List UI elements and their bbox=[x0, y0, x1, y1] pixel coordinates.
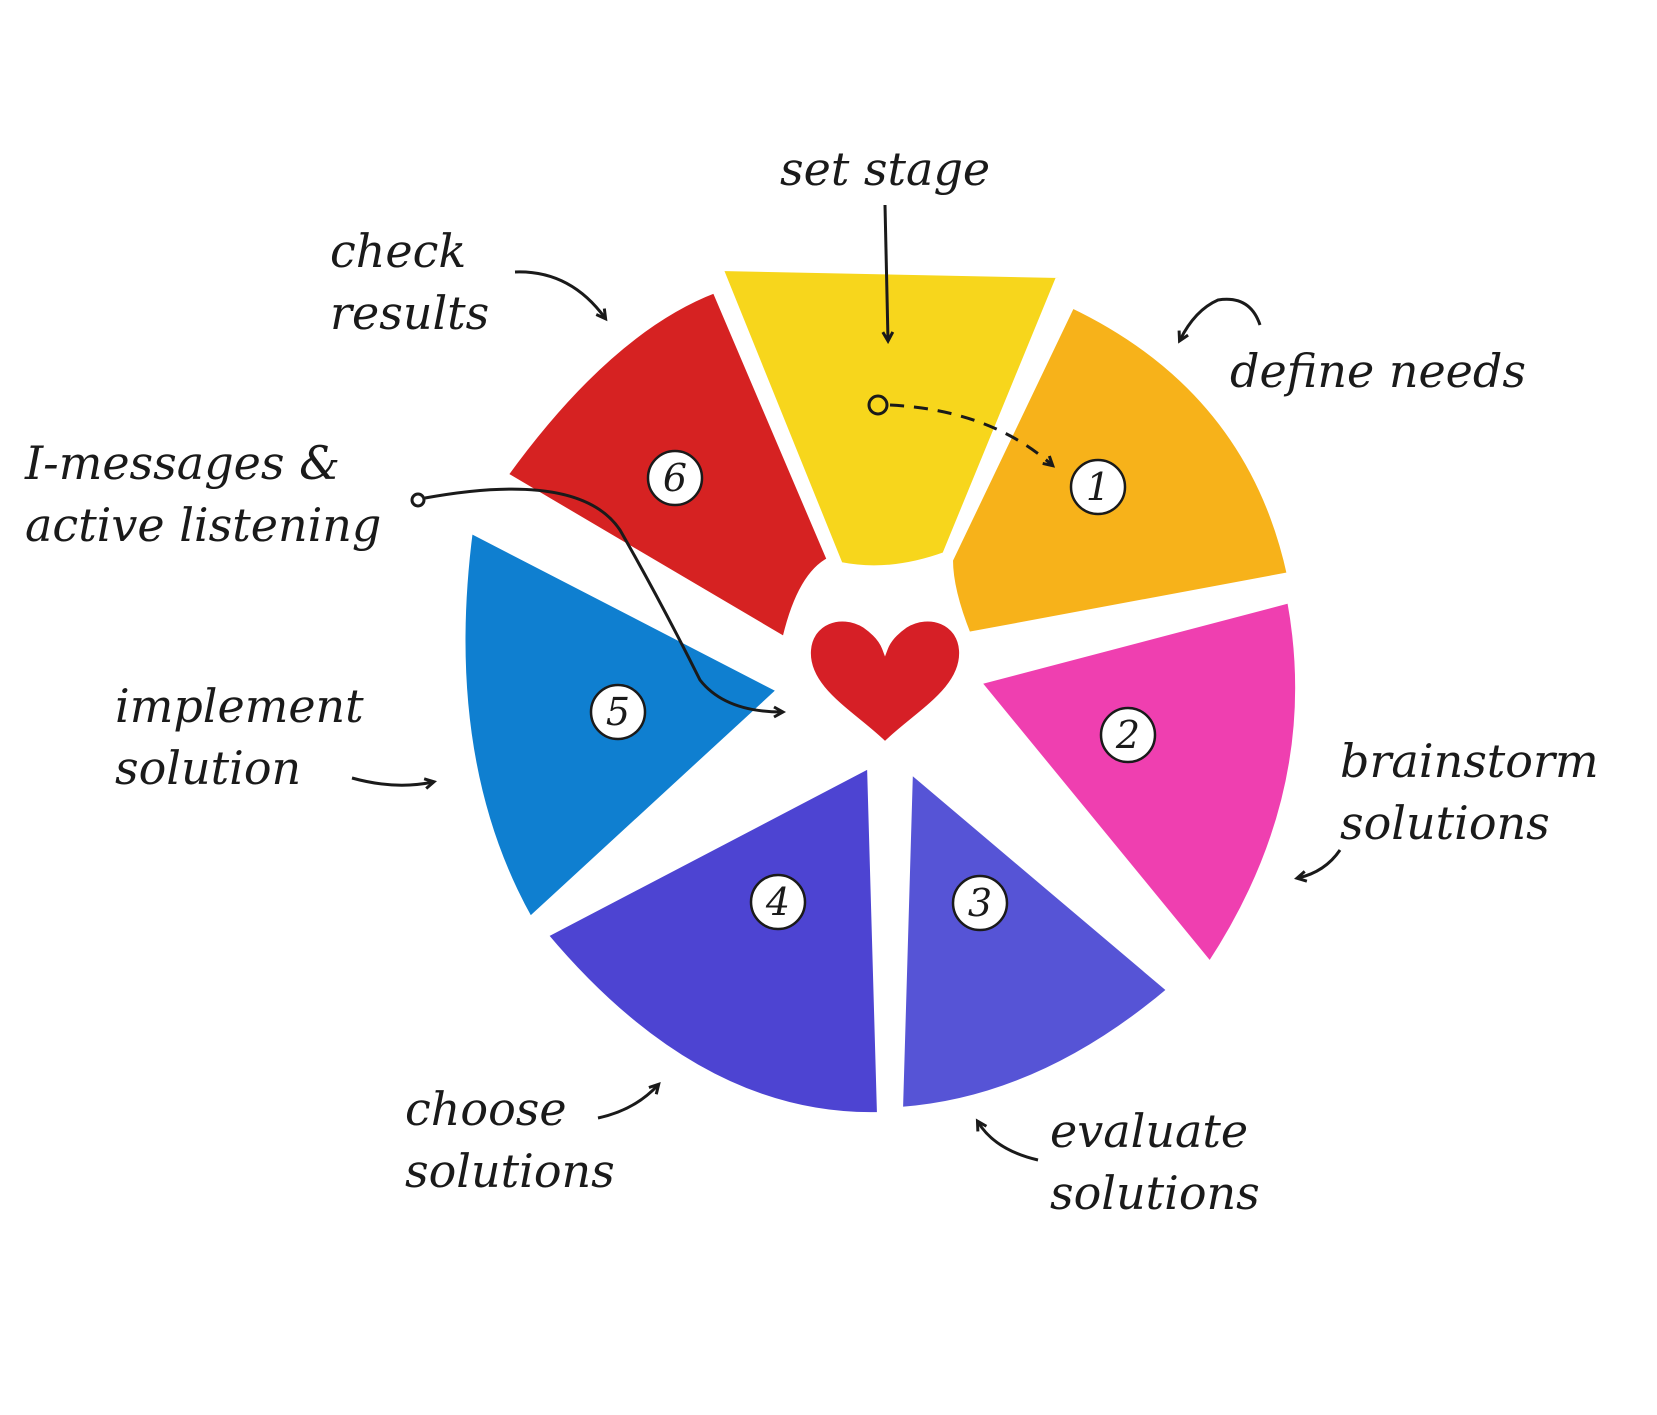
arrow-choose bbox=[597, 1085, 658, 1120]
step-3-number: 3 bbox=[968, 881, 992, 925]
step-4-number: 4 bbox=[765, 880, 790, 924]
label-implement-line-2: solution bbox=[115, 741, 302, 795]
step-2-marker: 2 bbox=[1099, 706, 1157, 764]
arrow-check-results bbox=[514, 270, 605, 318]
step-5-number: 5 bbox=[606, 690, 630, 734]
label-evaluate-line-2: solutions bbox=[1050, 1166, 1260, 1220]
arrow-set-stage bbox=[885, 204, 888, 340]
arrow-brainstorm bbox=[1298, 849, 1342, 878]
step-1-number: 1 bbox=[1086, 465, 1110, 509]
segment-choose bbox=[540, 760, 884, 1119]
label-implement-line-1: implement bbox=[115, 679, 364, 733]
heart-icon bbox=[804, 615, 966, 750]
label-messages-listening: I-messages & active listening bbox=[25, 432, 381, 556]
arrow-start-to-step-1 bbox=[889, 403, 1052, 465]
label-brainstorm-solutions: brainstorm solutions bbox=[1340, 730, 1599, 854]
label-messages-line-1: I-messages & bbox=[25, 436, 341, 490]
label-choose-line-1: choose bbox=[405, 1082, 567, 1136]
label-implement-solution: implement solution bbox=[115, 675, 364, 799]
segment-set-stage bbox=[715, 264, 1065, 572]
listening-dot bbox=[410, 492, 426, 508]
step-3-marker: 3 bbox=[951, 874, 1009, 932]
segment-evaluate bbox=[896, 763, 1175, 1114]
label-brainstorm-line-2: solutions bbox=[1340, 796, 1550, 850]
arrow-listening-to-heart bbox=[424, 487, 782, 712]
step-1-marker: 1 bbox=[1069, 458, 1127, 516]
label-evaluate-solutions: evaluate solutions bbox=[1050, 1100, 1260, 1224]
label-choose-solutions: choose solutions bbox=[405, 1078, 615, 1202]
start-dot bbox=[867, 394, 889, 416]
step-2-number: 2 bbox=[1115, 713, 1140, 757]
label-choose-line-2: solutions bbox=[405, 1144, 615, 1198]
arrow-implement bbox=[351, 776, 433, 785]
segment-brainstorm bbox=[972, 596, 1302, 971]
arrow-evaluate bbox=[978, 1122, 1039, 1162]
label-check-results: check results bbox=[330, 220, 489, 344]
step-5-marker: 5 bbox=[589, 683, 647, 741]
label-evaluate-line-1: evaluate bbox=[1050, 1104, 1249, 1158]
label-check-results-line-1: check bbox=[330, 224, 467, 278]
step-4-marker: 4 bbox=[749, 873, 807, 931]
step-6-marker: 6 bbox=[646, 449, 704, 507]
arrow-define-needs bbox=[1180, 297, 1262, 340]
label-define-needs: define needs bbox=[1230, 340, 1526, 402]
label-set-stage-text: set stage bbox=[780, 142, 991, 196]
label-messages-line-2: active listening bbox=[25, 498, 382, 552]
step-6-number: 6 bbox=[663, 456, 687, 500]
label-brainstorm-line-1: brainstorm bbox=[1340, 734, 1599, 788]
label-check-results-line-2: results bbox=[330, 286, 490, 340]
label-define-needs-text: define needs bbox=[1230, 344, 1526, 398]
label-set-stage: set stage bbox=[780, 138, 990, 200]
